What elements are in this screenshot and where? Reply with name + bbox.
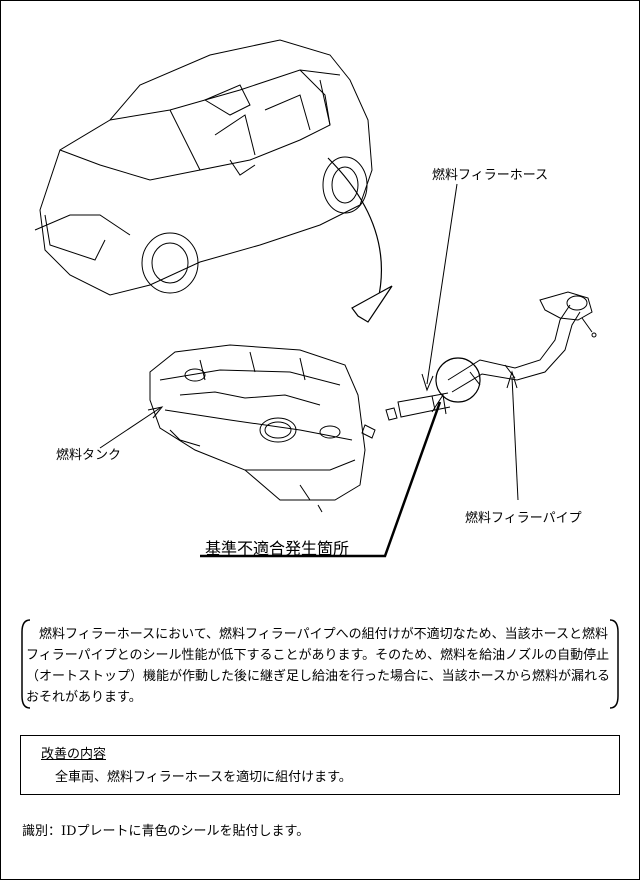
fuel-tank-drawing [149, 344, 366, 513]
defect-location-label: 基準不適合発生箇所 [205, 539, 350, 558]
filler-pipe-label: 燃料フィラーパイプ [465, 511, 582, 526]
filler-hose-label: 燃料フィラーホース [432, 168, 549, 183]
identification-text: 識別：IDプレートに青色のシールを貼付します。 [22, 824, 310, 839]
defect-description: 燃料フィラーホースにおいて、燃料フィラーパイプへの組付けが不適切なため、当該ホー… [26, 627, 610, 705]
improvement-box: 改善の内容 全車両、燃料フィラーホースを適切に組付けます。 [20, 735, 620, 795]
car-drawing [34, 39, 373, 296]
improvement-title: 改善の内容 [41, 747, 107, 762]
fuel-tank-label: 燃料タンク [56, 448, 122, 463]
improvement-text: 全車両、燃料フィラーホースを適切に組付けます。 [55, 770, 352, 785]
